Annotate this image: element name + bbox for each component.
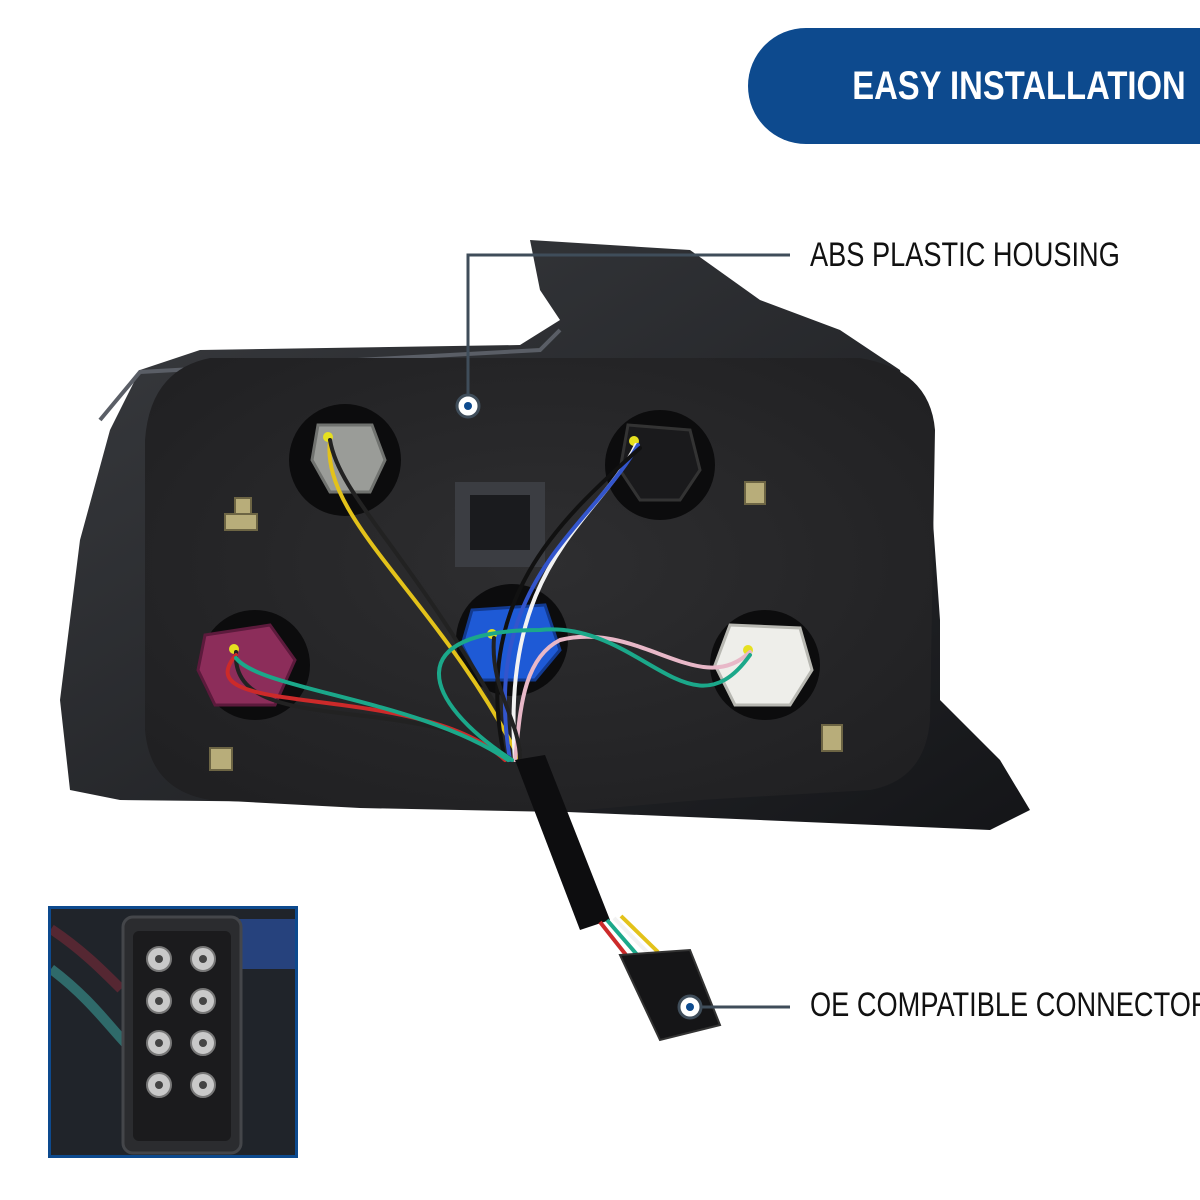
easy-installation-banner: EASY INSTALLATION: [748, 28, 1200, 144]
socket-white: [713, 623, 814, 707]
connector-closeup: [51, 909, 295, 1155]
wire-sleeve: [515, 755, 610, 930]
abs-plastic-housing-label: ABS PLASTIC HOUSING: [810, 236, 1120, 274]
oe-connector: [618, 948, 722, 1042]
mounting-studs: [209, 481, 843, 771]
oe-compatible-connector-label: OE COMPATIBLE CONNECTOR: [810, 986, 1200, 1024]
callout-connector: [677, 994, 790, 1020]
wiring-harness: [225, 438, 752, 762]
connector-inset-photo: [48, 906, 298, 1158]
callout-housing: [455, 253, 790, 419]
socket-black: [618, 423, 702, 502]
banner-title: EASY INSTALLATION: [852, 63, 1186, 108]
